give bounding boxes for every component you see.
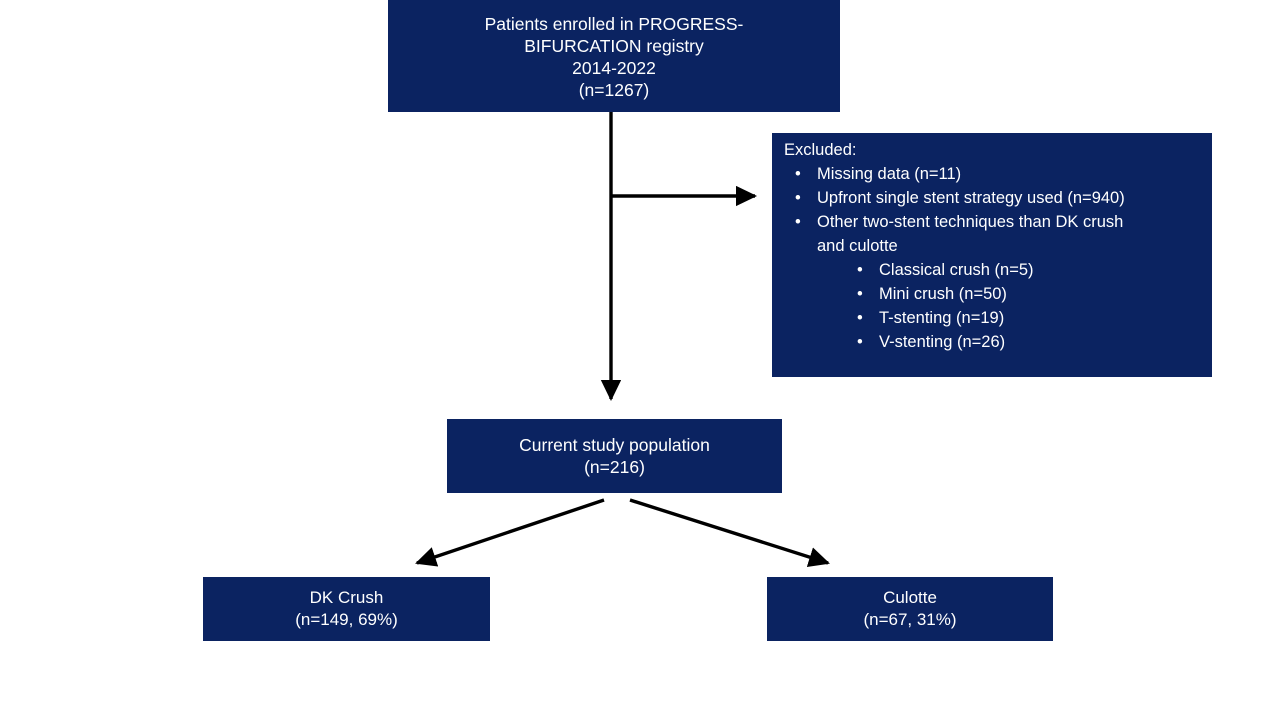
excluded-subitem-t-stenting: • T-stenting (n=19) — [847, 307, 1202, 331]
dk-crush-line-1: DK Crush — [309, 588, 384, 608]
excluded-subitem-label: T-stenting (n=19) — [879, 308, 1005, 327]
enrolled-line-3: 2014-2022 — [572, 58, 656, 78]
node-current-study-population: Current study population (n=216) — [447, 419, 782, 493]
connector-population-to-dk-crush — [415, 498, 605, 567]
excluded-subitem-classical-crush: • Classical crush (n=5) — [847, 259, 1202, 283]
bullet-icon: • — [795, 213, 801, 232]
enrolled-line-4: (n=1267) — [578, 80, 650, 101]
excluded-item-missing-data: • Missing data (n=11) — [784, 163, 1202, 187]
bullet-icon: • — [795, 189, 801, 208]
connector-population-to-culotte — [629, 498, 830, 567]
population-line-1: Current study population — [519, 434, 710, 455]
excluded-subitem-label: V-stenting (n=26) — [879, 332, 1006, 351]
dk-crush-line-2: (n=149, 69%) — [295, 610, 398, 629]
culotte-line-1: Culotte — [883, 588, 937, 608]
excluded-subitem-label: Mini crush (n=50) — [879, 285, 1007, 304]
excluded-item-label-continued: and culotte — [817, 237, 898, 256]
excluded-item-other-techniques: • Other two-stent techniques than DK cru… — [784, 211, 1202, 355]
excluded-title: Excluded: — [784, 141, 857, 159]
bullet-icon: • — [857, 308, 863, 327]
excluded-subitem-mini-crush: • Mini crush (n=50) — [847, 283, 1202, 307]
bullet-icon: • — [857, 285, 863, 304]
node-culotte: Culotte (n=67, 31%) — [767, 577, 1053, 641]
excluded-subitem-v-stenting: • V-stenting (n=26) — [847, 331, 1202, 355]
excluded-subitem-label: Classical crush (n=5) — [879, 261, 1034, 280]
excluded-item-label: Missing data (n=11) — [817, 165, 962, 184]
excluded-item-label: Other two-stent techniques than DK crush — [817, 213, 1124, 232]
excluded-subitem-list: • Classical crush (n=5) • Mini crush (n=… — [847, 259, 1202, 355]
enrolled-line-2: BIFURCATION registry — [524, 35, 704, 56]
population-line-2: (n=216) — [584, 457, 645, 477]
enrolled-line-1: Patients enrolled in PROGRESS- — [484, 13, 744, 34]
excluded-item-label: Upfront single stent strategy used (n=94… — [817, 189, 1125, 208]
bullet-icon: • — [857, 332, 863, 351]
node-excluded: Excluded: • Missing data (n=11) • Upfron… — [772, 133, 1212, 377]
node-enrolled-patients: Patients enrolled in PROGRESS- BIFURCATI… — [388, 0, 840, 112]
culotte-line-2: (n=67, 31%) — [863, 610, 957, 629]
bullet-icon: • — [795, 165, 801, 184]
bullet-icon: • — [857, 261, 863, 280]
excluded-bullet-list: • Missing data (n=11) • Upfront single s… — [784, 163, 1202, 354]
node-dk-crush: DK Crush (n=149, 69%) — [203, 577, 490, 641]
excluded-item-single-stent: • Upfront single stent strategy used (n=… — [784, 187, 1202, 211]
